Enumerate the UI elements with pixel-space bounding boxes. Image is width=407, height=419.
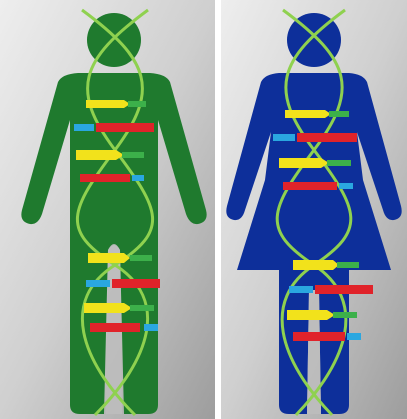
female-figure-panel <box>221 0 407 419</box>
male-figure-illustration <box>0 0 215 419</box>
panel-divider <box>215 0 221 419</box>
female-figure-illustration <box>221 0 407 419</box>
male-figure-panel <box>0 0 215 419</box>
